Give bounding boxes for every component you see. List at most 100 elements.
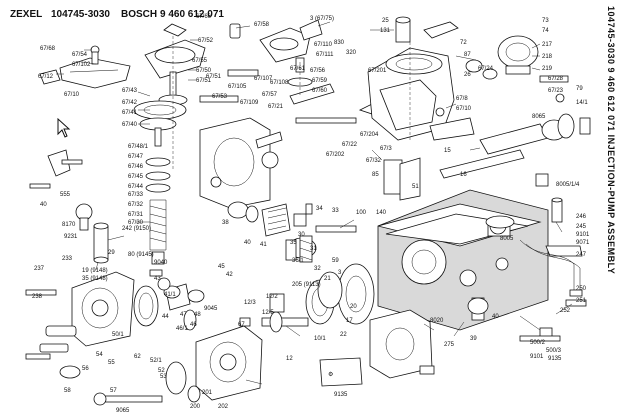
callout-label: 250 (576, 286, 587, 292)
callout-label: 67/46 (128, 164, 144, 170)
callout-label: 218 (542, 54, 553, 60)
callout-label: 67/53 (212, 94, 228, 100)
callout-label: 67/68 (40, 46, 56, 52)
callout-label: 12/5 (262, 310, 274, 316)
callout-label: 67/22 (342, 142, 358, 148)
callout-label: 80 (9145) (128, 252, 154, 258)
callout-label: 85 (372, 172, 379, 178)
callout-label: 320 (346, 50, 357, 56)
callout-label: 57 (110, 388, 117, 394)
return-pipe-group (485, 197, 587, 342)
callout-label: 12/2 (266, 294, 278, 300)
callout-label: 242 (9150) (122, 226, 151, 232)
callout-label: 9101 (576, 232, 590, 238)
callout-label: 67/50 (196, 68, 212, 74)
callout-label: 20 (350, 304, 357, 310)
callout-label: 67/201 (368, 68, 387, 74)
callout-label: 42 (226, 272, 233, 278)
callout-label: 67/8 (456, 96, 468, 102)
callout-label: 44 (162, 314, 169, 320)
callout-label: 22 (340, 332, 347, 338)
callout-label: 67/42 (122, 100, 138, 106)
callout-label: 36/1 (292, 258, 304, 264)
callout-label: 131 (380, 28, 391, 34)
callout-label: 52/1 (150, 358, 162, 364)
callout-label: 12/3 (244, 300, 256, 306)
callout-label: 67/60 (312, 88, 328, 94)
callout-label: 9071 (576, 240, 590, 246)
callout-label: 67/12 (38, 74, 54, 80)
callout-label: 67/23 (548, 88, 564, 94)
callout-label: 100 (356, 210, 367, 216)
callout-label: 25 (382, 18, 389, 24)
callout-label: 555 (60, 192, 71, 198)
bottom-cover-group (369, 309, 435, 379)
callout-label: 29 (108, 250, 115, 256)
callout-label: 14/1 (576, 100, 588, 106)
callout-label: 500/2 (530, 340, 546, 346)
callout-label: 67/41 (122, 110, 138, 116)
callout-label: 67/66 (196, 14, 212, 20)
callout-label: 58 (64, 388, 71, 394)
callout-label: 35 (290, 240, 297, 246)
left-valve-group (29, 117, 283, 265)
callout-label: 67/32 (128, 202, 144, 208)
callout-label: 67/30 (128, 220, 144, 226)
callout-label: 233 (62, 256, 73, 262)
callout-label: 67/51 (206, 74, 222, 80)
bosch-part-number: 9 460 612 071 (160, 9, 224, 20)
callout-label: 73 (542, 18, 549, 24)
callout-label: 67/47 (128, 154, 144, 160)
callout-label: 53 (160, 374, 167, 380)
callout-label: 9101 (530, 354, 544, 360)
callout-label: 72 (460, 40, 467, 46)
zexel-part-number: 104745-3030 (51, 9, 110, 20)
callout-label: 238 (32, 294, 43, 300)
callout-label: 3 (67/75) (310, 16, 334, 22)
plunger-group (149, 201, 313, 331)
callout-label: 67/61 (290, 66, 306, 72)
callout-label: 67/109 (240, 100, 259, 106)
zexel-brand: ZEXEL (10, 9, 43, 20)
callout-label: 251 (576, 298, 587, 304)
callout-label: 67/51 (196, 78, 212, 84)
callout-label: 16 (460, 172, 467, 178)
callout-label: 8005 (500, 236, 514, 242)
callout-label: 67/10 (456, 106, 472, 112)
svg-text:⚙: ⚙ (328, 371, 333, 378)
callout-label: 38 (222, 220, 229, 226)
callout-label: 15 (444, 148, 451, 154)
callout-label: 247 (576, 252, 587, 258)
lead-lines (56, 21, 573, 385)
callout-label: 8020 (430, 318, 444, 324)
callout-label: 67/204 (360, 132, 379, 138)
callout-labels: 67/68 67/54 67/102 67/12 67/10 67/52 67/… (32, 14, 590, 414)
callout-label: 9040 (154, 260, 168, 266)
callout-label: 55 (108, 360, 115, 366)
callout-label: 30 (298, 232, 305, 238)
callout-label: 54 (96, 352, 103, 358)
callout-label: 51 (412, 184, 419, 190)
callout-label: 41 (260, 242, 267, 248)
callout-label: 67/111 (316, 52, 334, 58)
callout-label: 67/52 (198, 38, 214, 44)
callout-label: 62 (134, 354, 141, 360)
feed-pump-group (25, 271, 205, 406)
callout-label: 67/10 (64, 92, 80, 98)
callout-label: 140 (376, 210, 387, 216)
callout-label: 35 (9148) (82, 276, 108, 282)
callout-label: 12 (286, 356, 293, 362)
callout-label: 67/48/1 (128, 144, 149, 150)
callout-label: 26 (464, 72, 471, 78)
callout-label: 52 (158, 368, 165, 374)
callout-label: 50/1 (112, 332, 124, 338)
callout-label: 8170 (62, 222, 76, 228)
callout-label: 3 (338, 270, 342, 276)
callout-label: 46/1 (176, 326, 188, 332)
callout-label: 9135 (334, 392, 348, 398)
callout-label: 32 (314, 266, 321, 272)
callout-label: 67/202 (326, 152, 345, 158)
callout-label: 79 (576, 86, 583, 92)
callout-label: 87 (464, 52, 471, 58)
